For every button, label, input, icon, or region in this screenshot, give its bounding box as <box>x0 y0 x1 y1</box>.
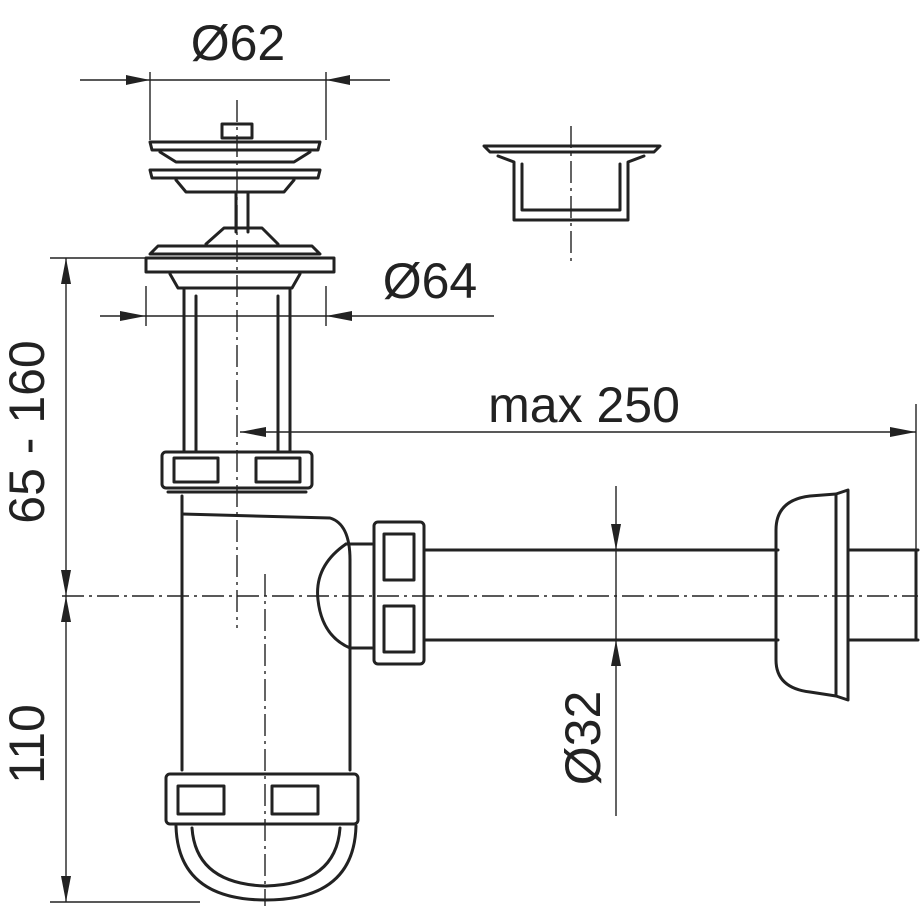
dim-64-label: Ø64 <box>383 253 478 309</box>
dim-32-label: Ø32 <box>555 691 611 786</box>
bottle-cup <box>164 772 360 902</box>
outlet-pipe <box>422 548 780 642</box>
sleeve-detail <box>482 126 662 262</box>
dim-64: Ø64 <box>100 253 494 326</box>
dim-32: Ø32 <box>555 486 621 816</box>
dim-62-label: Ø62 <box>191 15 286 71</box>
dim-62: Ø62 <box>80 15 390 140</box>
dim-height-range: 65 - 160 <box>0 257 146 596</box>
waste-flange <box>144 244 336 290</box>
dim-max-250: max 250 <box>240 377 917 550</box>
dim-max-250-label: max 250 <box>488 377 680 433</box>
dim-lower-height: 110 <box>0 596 200 903</box>
strainer-plug <box>148 122 322 246</box>
tail-pipe <box>182 288 292 454</box>
side-nut <box>372 520 426 666</box>
wall-rosette <box>774 488 920 702</box>
trap-body <box>180 494 374 772</box>
centerlines <box>62 100 918 906</box>
dim-height-range-label: 65 - 160 <box>0 340 55 523</box>
dim-lower-height-label: 110 <box>0 704 55 784</box>
